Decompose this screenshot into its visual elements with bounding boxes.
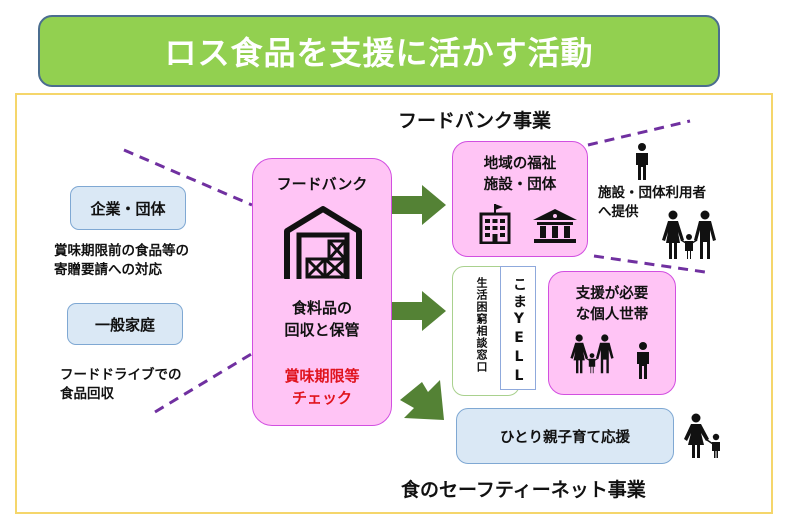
- warehouse-icon: [284, 206, 362, 279]
- text-line: 賞味期限等: [284, 367, 360, 385]
- text-line: 施設・団体: [483, 177, 557, 193]
- text-line: 地域の福祉: [483, 156, 557, 172]
- welfare-facility-box: 地域の福祉 施設・団体: [452, 141, 588, 257]
- text-line: 回収と保管: [284, 321, 360, 339]
- text-line: 支援が必要: [575, 286, 649, 302]
- source-households-note: フードドライブでの 食品回収: [60, 366, 182, 404]
- mother-child-icon: [684, 413, 720, 458]
- foodbank-title: フードバンク: [276, 175, 368, 193]
- family-icon: [662, 210, 716, 259]
- safety-net-business-label: 食のセーフティーネット事業: [401, 479, 646, 501]
- individual-household-title: 支援が必要 な個人世帯: [549, 284, 675, 326]
- consult-window-label: 生活困窮相談窓口: [475, 277, 488, 373]
- source-households-box: 一般家庭: [67, 303, 183, 345]
- note-line: 食品回収: [60, 386, 114, 402]
- text-line: チェック: [291, 389, 352, 407]
- title-banner: ロス食品を支援に活かす活動: [38, 15, 720, 87]
- text-line: 食料品の: [291, 299, 352, 317]
- koma-yell-box: こまYELL: [500, 266, 536, 390]
- person-icon: [637, 342, 649, 379]
- individual-household-box: 支援が必要 な個人世帯: [548, 271, 676, 395]
- school-icon: [479, 204, 511, 244]
- foodbank-check-text: 賞味期限等 チェック: [253, 365, 391, 409]
- foodbank-business-label: フードバンク事業: [398, 110, 551, 132]
- foodbank-main-text: 食料品の 回収と保管: [253, 297, 391, 341]
- note-line: 寄贈要請への対応: [54, 262, 162, 278]
- note-line: フードドライブでの: [60, 367, 182, 383]
- note-line: 賞味期限前の食品等の: [54, 243, 189, 259]
- single-parent-support-box: ひとり親子育て応援: [456, 408, 674, 464]
- text-line: な個人世帯: [575, 307, 649, 323]
- welfare-facility-title: 地域の福祉 施設・団体: [453, 154, 587, 196]
- koma-yell-label: こまYELL: [511, 277, 527, 387]
- source-companies-note: 賞味期限前の食品等の 寄贈要請への対応: [54, 242, 189, 280]
- text-line: へ提供: [598, 204, 639, 220]
- source-companies-box: 企業・団体: [70, 186, 186, 230]
- single-parent-support-label: ひとり親子育て応援: [499, 429, 631, 446]
- source-households-label: 一般家庭: [94, 315, 155, 334]
- page-title: ロス食品を支援に活かす活動: [164, 34, 594, 72]
- public-building-icon: [533, 209, 577, 243]
- foodbank-box: フードバンク 食料品の 回収と保管 賞味期限等 チェック: [252, 158, 392, 426]
- person-icon: [636, 143, 648, 180]
- provision-note: 施設・団体利用者 へ提供: [598, 184, 706, 222]
- source-companies-label: 企業・団体: [90, 199, 166, 218]
- family-icon: [570, 334, 614, 374]
- text-line: 施設・団体利用者: [598, 185, 706, 201]
